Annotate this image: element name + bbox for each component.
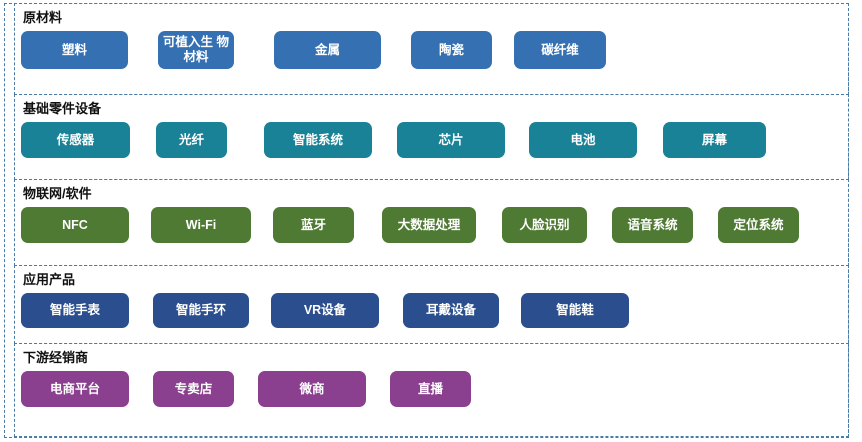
band-label: 基础零件设备 <box>23 101 102 116</box>
chain-node[interactable]: 专卖店 <box>153 371 234 407</box>
chain-node[interactable]: 光纤 <box>156 122 227 158</box>
chain-node[interactable]: 智能鞋 <box>521 293 629 328</box>
chain-node[interactable]: 电池 <box>529 122 637 158</box>
chain-node[interactable]: 耳戴设备 <box>403 293 499 328</box>
band-items: 智能手表智能手环 VR设备耳戴设备智能鞋 <box>15 288 848 328</box>
chain-node[interactable]: 智能手表 <box>21 293 129 328</box>
band-label: 下游经销商 <box>23 350 89 365</box>
chain-node[interactable]: 语音系统 <box>612 207 693 243</box>
chain-band: 原材料塑料可植入生 物材料 金属陶瓷碳纤维 <box>14 3 849 95</box>
chain-node[interactable]: 碳纤维 <box>514 31 606 69</box>
chain-node[interactable]: 定位系统 <box>718 207 799 243</box>
chain-node[interactable]: 塑料 <box>21 31 128 69</box>
chain-node[interactable]: 传感器 <box>21 122 130 158</box>
chain-node[interactable]: 蓝牙 <box>273 207 354 243</box>
chain-node[interactable]: 陶瓷 <box>411 31 492 69</box>
chain-node[interactable]: 芯片 <box>397 122 505 158</box>
band-items: NFC Wi-Fi 蓝牙大数据处理人脸识别语音系统定位系统 <box>15 202 848 243</box>
chain-node[interactable]: 微商 <box>258 371 366 407</box>
chain-band: 下游经销商电商平台专卖店微商直播 <box>14 343 849 437</box>
chain-band: 物联网/软件 NFC Wi-Fi 蓝牙大数据处理人脸识别语音系统定位系统 <box>14 179 849 266</box>
chain-node[interactable]: VR设备 <box>271 293 379 328</box>
chain-node[interactable]: 人脸识别 <box>502 207 587 243</box>
chain-node[interactable]: 智能系统 <box>264 122 372 158</box>
band-label: 物联网/软件 <box>23 186 92 201</box>
band-items: 塑料可植入生 物材料 金属陶瓷碳纤维 <box>15 26 848 69</box>
chain-node[interactable]: 智能手环 <box>153 293 249 328</box>
chain-node[interactable]: 屏幕 <box>663 122 766 158</box>
diagram-bands-container: 原材料塑料可植入生 物材料 金属陶瓷碳纤维基础零件设备传感器光纤 智能系统芯片电池屏… <box>14 3 849 438</box>
chain-node[interactable]: 直播 <box>390 371 471 407</box>
chain-node[interactable]: NFC <box>21 207 129 243</box>
chain-node[interactable]: 电商平台 <box>21 371 129 407</box>
band-label: 原材料 <box>23 10 63 25</box>
band-label: 应用产品 <box>23 272 76 287</box>
chain-node[interactable]: 可植入生 物材料 <box>158 31 234 69</box>
chain-node[interactable]: 大数据处理 <box>382 207 476 243</box>
band-items: 传感器光纤 智能系统芯片电池屏幕 <box>15 117 848 158</box>
chain-node[interactable]: 金属 <box>274 31 381 69</box>
chain-band: 应用产品智能手表智能手环 VR设备耳戴设备智能鞋 <box>14 265 849 344</box>
chain-band: 基础零件设备传感器光纤 智能系统芯片电池屏幕 <box>14 94 849 180</box>
band-items: 电商平台专卖店微商直播 <box>15 366 848 407</box>
chain-node[interactable]: Wi-Fi <box>151 207 251 243</box>
